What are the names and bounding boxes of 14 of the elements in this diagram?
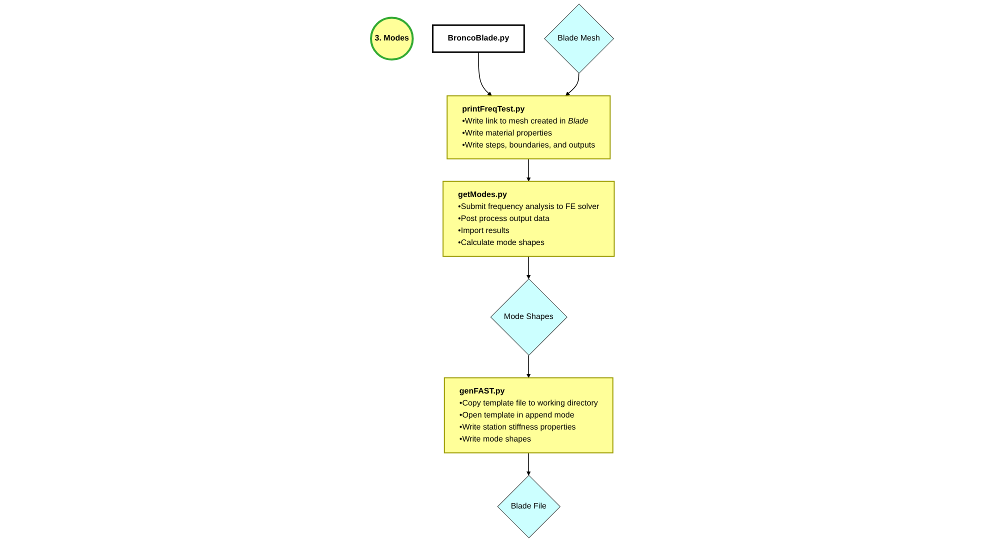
- node-box: BroncoBlade.py: [432, 24, 525, 53]
- arrow: [526, 354, 531, 378]
- node-circle: 3. Modes: [370, 16, 414, 61]
- arrow: [565, 72, 580, 96]
- arrow: [526, 256, 531, 280]
- node-box: genFAST.py •Copy template file to working directory •Open template in append mode •Write station stiffness properties •Write mode shapes: [444, 377, 614, 454]
- node-diamond: Mode Shapes: [490, 278, 568, 356]
- node-box: getModes.py •Submit frequency analysis to FE solver •Post process output data •Import results •Calculate mode shapes: [442, 180, 615, 257]
- node-box: printFreqTest.py •Write link to mesh created in Blade •Write material properties •Write steps, boundaries, and outputs: [446, 95, 611, 160]
- node-diamond: Blade Mesh: [544, 4, 614, 74]
- node-diamond: Blade File: [497, 475, 560, 538]
- arrow: [478, 52, 492, 96]
- arrow: [526, 452, 531, 476]
- arrow: [526, 158, 531, 182]
